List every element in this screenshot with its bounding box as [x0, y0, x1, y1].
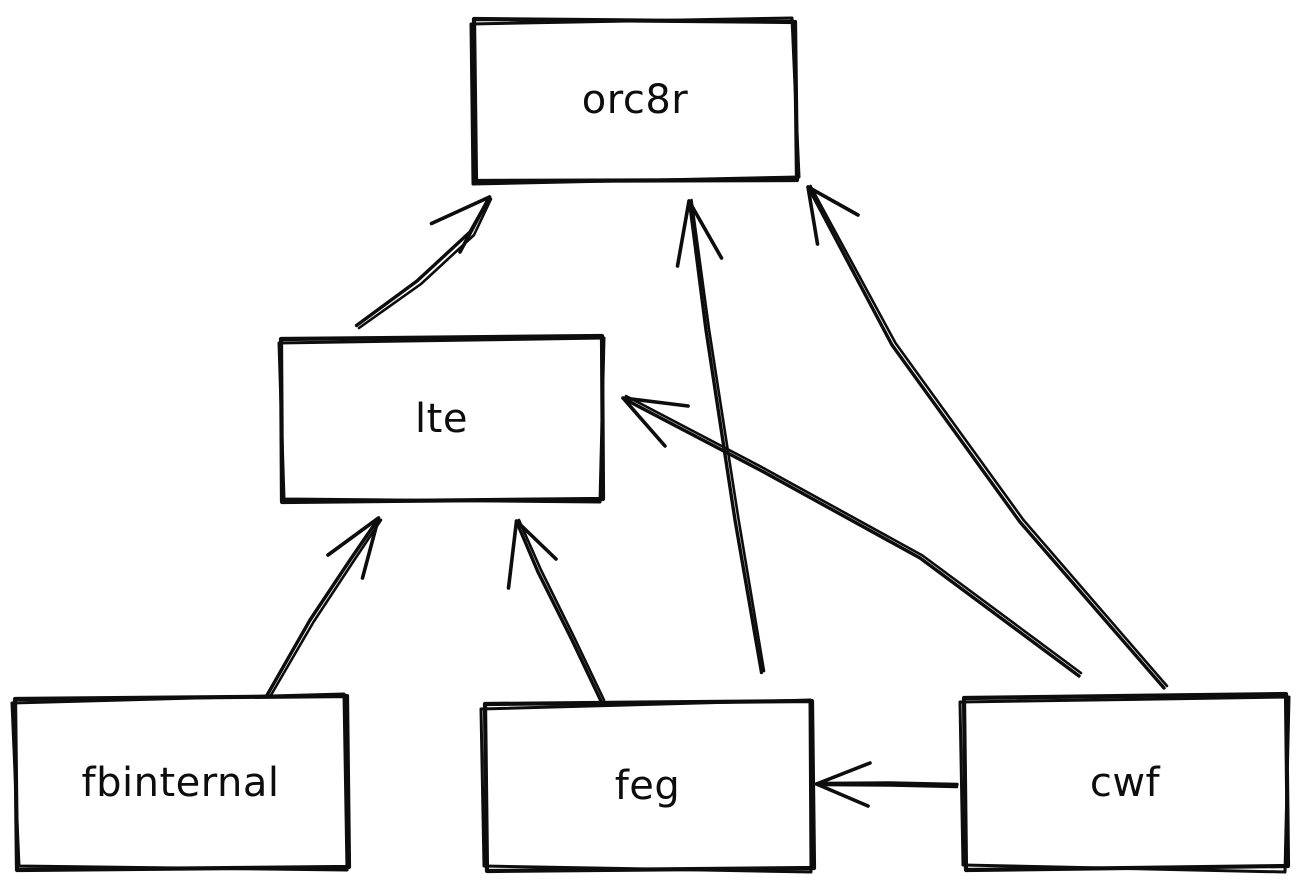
node-orc8r[interactable] — [469, 16, 801, 186]
node-label-lte: lte — [415, 395, 468, 442]
node-label-fbinternal: fbinternal — [81, 760, 280, 806]
node-label-cwf: cwf — [1089, 759, 1161, 806]
edge-fbinternal-to-lte — [264, 516, 383, 700]
node-feg[interactable] — [479, 698, 817, 874]
node-lte[interactable] — [277, 333, 606, 505]
node-label-feg: feg — [614, 763, 681, 809]
edge-feg-to-orc8r — [675, 198, 766, 675]
edge-cwf-to-orc8r — [806, 184, 1169, 690]
node-fbinternal[interactable] — [10, 692, 352, 873]
node-label-orc8r: orc8r — [581, 77, 689, 123]
node-cwf[interactable] — [958, 691, 1291, 874]
edge-lte-to-orc8r — [354, 195, 493, 330]
edge-feg-to-lte — [506, 518, 606, 703]
edge-cwf-to-feg — [814, 761, 959, 808]
edge-cwf-to-lte — [621, 394, 1083, 678]
